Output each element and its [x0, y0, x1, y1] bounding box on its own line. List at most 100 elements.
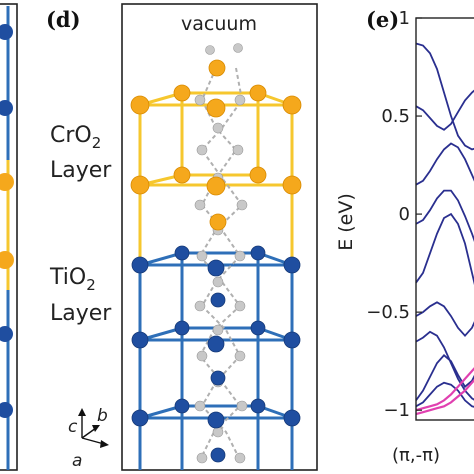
cr-atom [173, 166, 191, 184]
band-line-3 [415, 142, 474, 186]
band-line-11 [415, 378, 474, 416]
c-axis-label: c [68, 417, 78, 437]
cr-atom [249, 84, 267, 102]
panel-e-label: (e) [366, 7, 399, 32]
x-tick-label: (π,-π) [392, 445, 440, 466]
panel-c-cr-atom [0, 251, 14, 269]
tio2-formula: TiO [49, 265, 86, 290]
y-tick-label: 0.5 [381, 106, 410, 127]
ti-atom [207, 259, 225, 277]
cr-atom [173, 84, 191, 102]
panel-c-partial [0, 3, 18, 471]
ti-atom [283, 256, 301, 274]
cro2-subscript: 2 [92, 134, 102, 152]
o-atom [234, 94, 246, 106]
crystal-axes-indicator: c b a [68, 406, 109, 471]
band-line-5 [415, 212, 474, 286]
o-atom [194, 400, 206, 412]
cr-atom [130, 175, 150, 195]
ti-atom [131, 409, 149, 427]
o-atom [196, 452, 208, 464]
ti-atom [250, 245, 266, 261]
panel-c-ti-atom [0, 24, 13, 40]
vacuum-label: vacuum [181, 13, 257, 35]
y-tick-label: 1 [399, 8, 410, 29]
band-line-8 [415, 354, 474, 401]
band-line-10 [415, 367, 474, 412]
o-atom [234, 250, 246, 262]
ti-atom [283, 409, 301, 427]
cr-atom [249, 166, 267, 184]
ti-atom [210, 447, 226, 463]
c-axis-arrowhead [78, 408, 86, 416]
b-axis-arrow [81, 427, 97, 439]
band-line-7 [415, 330, 474, 401]
a-axis-arrowhead [100, 440, 109, 448]
band-line-9 [415, 381, 474, 408]
ti-atom [210, 292, 226, 308]
ti-atom [174, 320, 190, 336]
y-tick-label: −1 [383, 400, 410, 421]
y-tick-label: 0 [399, 204, 410, 225]
o-atom [194, 94, 206, 106]
x-ticks: (π,-π) [392, 445, 440, 466]
band-line-2 [415, 89, 474, 131]
panel-c-ti-atom [0, 402, 13, 418]
y-ticks: 1 0.5 0 −0.5 −1 [366, 8, 422, 421]
o-atom [236, 400, 248, 412]
cr-atom [209, 213, 227, 231]
o-atom [205, 45, 215, 55]
oxygen-chain [200, 67, 242, 461]
y-tick-label: −0.5 [366, 302, 410, 323]
oxygen-atoms [194, 43, 248, 464]
o-atom [212, 276, 224, 288]
ti-atom [250, 398, 266, 414]
o-atom [212, 324, 224, 336]
panel-d-label: (d) [46, 7, 81, 32]
band-plot-frame [415, 17, 474, 421]
cr-atom [208, 59, 226, 77]
panel-d-frame [121, 3, 318, 471]
band-line-6 [415, 301, 474, 338]
cr-atom [282, 95, 302, 115]
cr-atom [130, 95, 150, 115]
o-atom [234, 350, 246, 362]
svg-text:CrO2: CrO2 [50, 123, 101, 152]
ti-atom [131, 331, 149, 349]
ti-atom [131, 256, 149, 274]
ti-atoms [131, 245, 301, 463]
panel-c-ti-atom [0, 100, 13, 116]
ti-atom [207, 411, 225, 429]
o-atom [196, 350, 208, 362]
o-atom [234, 452, 246, 464]
o-atom [194, 199, 206, 211]
o-atom [194, 300, 206, 312]
cro2-layer-word: Layer [50, 158, 112, 183]
ti-atom [207, 335, 225, 353]
cr-atoms [130, 59, 302, 231]
ti-atom [283, 331, 301, 349]
panel-c-cr-atom [0, 173, 14, 191]
panel-c-frame [0, 3, 18, 471]
band-line-4 [415, 189, 474, 242]
band-lines [415, 42, 474, 416]
panel-c-ti-atom [0, 326, 13, 342]
tio2-layer-word: Layer [50, 301, 112, 326]
b-axis-label: b [97, 406, 108, 426]
o-atom [212, 426, 224, 438]
o-atom [196, 144, 208, 156]
o-atom [233, 43, 243, 53]
o-atom [236, 199, 248, 211]
cr-atom [282, 175, 302, 195]
o-atom [196, 250, 208, 262]
cro2-formula: CrO [50, 123, 92, 148]
ti-atom [174, 245, 190, 261]
b-axis-arrowhead [92, 425, 100, 432]
ti-atom [174, 398, 190, 414]
ti-atom [250, 320, 266, 336]
o-atom [234, 300, 246, 312]
tio2-layer-label: TiO2 Layer [49, 265, 112, 326]
ti-atom [210, 370, 226, 386]
o-atom [232, 144, 244, 156]
